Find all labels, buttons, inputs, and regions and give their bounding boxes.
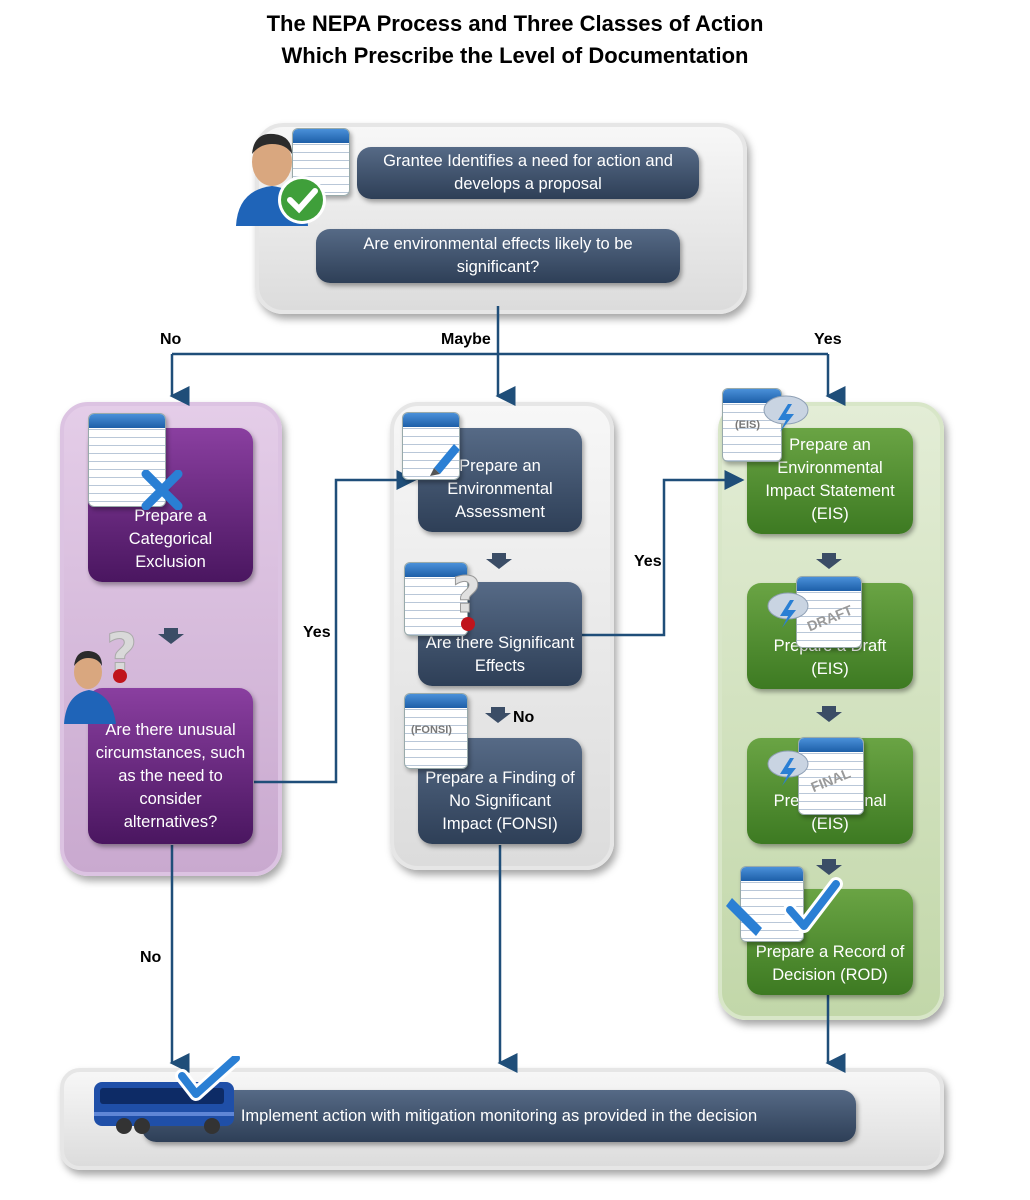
step-arrow-draft (816, 706, 842, 722)
significant-yes-label: Yes (634, 553, 662, 570)
identify-need-box: Grantee Identifies a need for action and… (357, 147, 699, 199)
environmental-effects-question-box: Are environmental effects likely to be s… (316, 229, 680, 283)
step-arrow-final (816, 859, 842, 875)
pencil-icon (430, 444, 460, 476)
storm-cloud-icon-draft (767, 592, 809, 628)
environmental-assessment-box: Prepare an Environmental Assessment (418, 428, 582, 532)
unusual-circumstances-box: Are there unusual circumstances, such as… (88, 688, 253, 844)
branch-label-yes: Yes (814, 331, 842, 348)
branch-label-maybe: Maybe (441, 331, 491, 348)
document-icon-ea (402, 412, 460, 480)
storm-cloud-icon (763, 395, 809, 432)
diagram-title-line1: The NEPA Process and Three Classes of Ac… (266, 11, 764, 36)
eis-tag: (EIS) (735, 419, 761, 431)
bus-check-icon (94, 1056, 243, 1134)
storm-cloud-icon-final (767, 750, 809, 786)
document-icon-final (798, 737, 864, 815)
unusual-yes-label: Yes (303, 624, 331, 641)
question-mark-icon: ? (452, 566, 482, 631)
svg-text:?: ? (452, 566, 481, 624)
document-icon-significant (404, 562, 468, 636)
diagram-title-line2: Which Prescribe the Level of Documentati… (281, 43, 749, 68)
document-icon-fonsi (404, 693, 468, 769)
implement-action-box: Implement action with mitigation monitor… (142, 1090, 856, 1142)
branch-label-no: No (160, 331, 182, 348)
document-icon-eis (722, 388, 782, 462)
person-check-icon (236, 133, 326, 226)
document-icon-catex (88, 413, 166, 507)
step-arrow-catex (158, 628, 184, 644)
significant-yes-arrow (582, 470, 745, 637)
unusual-no-label: No (140, 949, 162, 966)
step-arrow-ea (486, 553, 512, 569)
fonsi-tag: (FONSI) (411, 724, 452, 736)
document-icon-draft (796, 576, 862, 648)
unusual-yes-arrow (254, 470, 417, 784)
fonsi-box: Prepare a Finding of No Significant Impa… (418, 738, 582, 844)
x-mark-icon (141, 470, 183, 510)
person-question-icon: ? (64, 622, 138, 724)
pencil-check-icon (726, 877, 843, 936)
significant-no-label: No (513, 709, 535, 726)
step-arrow-eis (816, 553, 842, 569)
step-arrow-no (485, 707, 511, 723)
